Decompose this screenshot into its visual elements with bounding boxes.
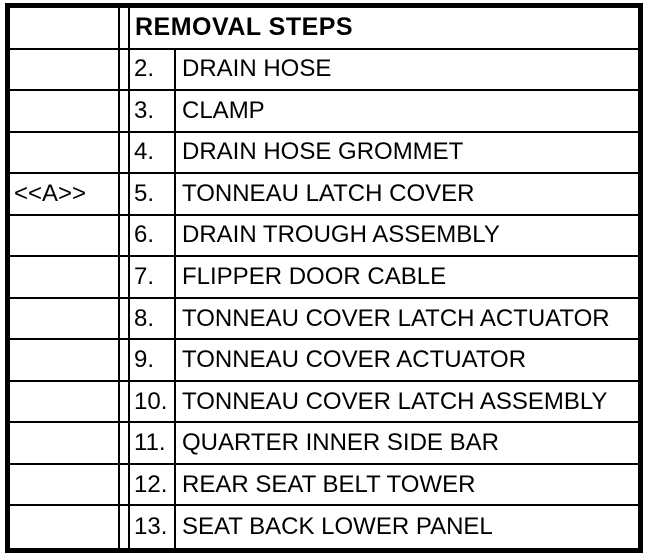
header-reference-cell xyxy=(10,8,120,48)
table-row: 13. SEAT BACK LOWER PANEL xyxy=(10,506,638,548)
table-row: 12. REAR SEAT BELT TOWER xyxy=(10,464,638,507)
step-text: REAR SEAT BELT TOWER xyxy=(182,470,476,498)
row-reference-label xyxy=(10,49,120,90)
step-number: 6. xyxy=(130,215,176,256)
row-gap-cell xyxy=(120,340,130,380)
row-gap-cell xyxy=(120,91,130,131)
step-number: 3. xyxy=(130,91,176,131)
step-text: DRAIN HOSE GROMMET xyxy=(182,138,464,166)
row-reference-label xyxy=(10,215,120,256)
removal-steps-table: REMOVAL STEPS 2. DRAIN HOSE 3. CLAMP 4. … xyxy=(5,3,643,553)
step-number: 8. xyxy=(130,298,176,339)
table-title: REMOVAL STEPS xyxy=(135,13,354,42)
step-number: 5. xyxy=(130,174,176,214)
step-number: 7. xyxy=(130,257,176,297)
step-text: DRAIN TROUGH ASSEMBLY xyxy=(182,221,500,249)
row-gap-cell xyxy=(120,49,130,90)
table-row: 7. FLIPPER DOOR CABLE xyxy=(10,257,638,299)
step-number: 9. xyxy=(130,340,176,380)
step-number: 12. xyxy=(130,464,176,505)
row-gap-cell xyxy=(120,174,130,214)
step-text: FLIPPER DOOR CABLE xyxy=(182,262,447,290)
row-gap-cell xyxy=(120,381,130,422)
row-reference-label xyxy=(10,340,120,380)
table-header-row: REMOVAL STEPS xyxy=(10,8,638,50)
row-reference-label xyxy=(10,257,120,297)
table-row: 11. QUARTER INNER SIDE BAR xyxy=(10,423,638,465)
step-number: 11. xyxy=(130,423,176,463)
step-text: TONNEAU COVER LATCH ASSEMBLY xyxy=(182,387,608,415)
row-gap-cell xyxy=(120,132,130,173)
step-number: 2. xyxy=(130,49,176,90)
row-gap-cell xyxy=(120,506,130,548)
row-reference-label xyxy=(10,132,120,173)
row-reference-label: <<A>> xyxy=(10,174,120,214)
step-text: TONNEAU COVER LATCH ACTUATOR xyxy=(182,304,610,332)
row-reference-label xyxy=(10,91,120,131)
step-number: 4. xyxy=(130,132,176,173)
step-text: CLAMP xyxy=(182,96,265,124)
table-row: <<A>> 5. TONNEAU LATCH COVER xyxy=(10,174,638,216)
table-row: 6. DRAIN TROUGH ASSEMBLY xyxy=(10,215,638,258)
row-gap-cell xyxy=(120,464,130,505)
row-gap-cell xyxy=(120,423,130,463)
step-number: 10. xyxy=(130,381,176,422)
step-text: TONNEAU COVER ACTUATOR xyxy=(182,346,527,374)
row-gap-cell xyxy=(120,257,130,297)
row-reference-label xyxy=(10,506,120,548)
table-row: 9. TONNEAU COVER ACTUATOR xyxy=(10,340,638,382)
row-gap-cell xyxy=(120,215,130,256)
step-number: 13. xyxy=(130,506,176,548)
row-gap-cell xyxy=(120,298,130,339)
table-row: 4. DRAIN HOSE GROMMET xyxy=(10,132,638,175)
row-reference-label xyxy=(10,381,120,422)
row-reference-label xyxy=(10,423,120,463)
step-text: TONNEAU LATCH COVER xyxy=(182,179,475,207)
table-row: 2. DRAIN HOSE xyxy=(10,49,638,92)
step-text: DRAIN HOSE xyxy=(182,55,332,83)
step-text: SEAT BACK LOWER PANEL xyxy=(182,513,493,541)
step-text: QUARTER INNER SIDE BAR xyxy=(182,429,499,457)
header-gap-cell xyxy=(120,8,130,48)
table-row: 3. CLAMP xyxy=(10,91,638,133)
row-reference-label xyxy=(10,298,120,339)
table-row: 8. TONNEAU COVER LATCH ACTUATOR xyxy=(10,298,638,341)
table-row: 10. TONNEAU COVER LATCH ASSEMBLY xyxy=(10,381,638,424)
row-reference-label xyxy=(10,464,120,505)
